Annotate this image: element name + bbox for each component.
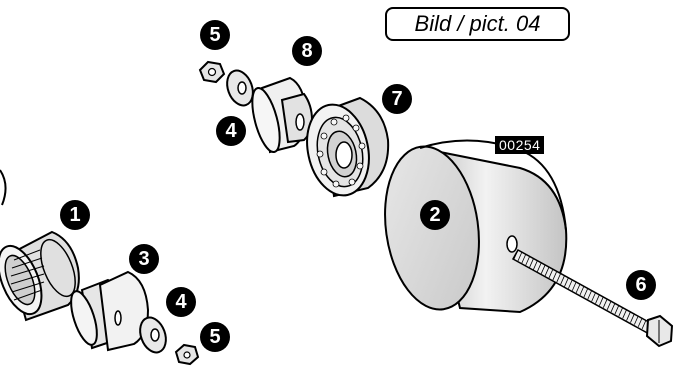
- marker-2: 2: [420, 200, 450, 230]
- part-3-pressure-piece: [70, 270, 150, 352]
- bearing-balls: [316, 114, 366, 188]
- marker-5-lower: 5: [200, 322, 230, 352]
- part-7-ball-bearing: [306, 96, 390, 198]
- marker-3: 3: [129, 244, 159, 274]
- part-4-washer-upper: [226, 69, 254, 107]
- part-8-pressure-piece: [251, 76, 314, 154]
- marker-4-lower: 4: [166, 287, 196, 317]
- part-5-nut-upper: [198, 60, 226, 84]
- marker-8: 8: [292, 36, 322, 66]
- marker-4-upper: 4: [216, 116, 246, 146]
- marker-1: 1: [60, 200, 90, 230]
- part-4-washer-lower: [139, 316, 167, 354]
- partial-part-left-edge: [0, 169, 7, 206]
- marker-6: 6: [626, 270, 656, 300]
- part-2-cup: [384, 139, 568, 314]
- marker-7: 7: [382, 84, 412, 114]
- part-6-threaded-rod: [511, 248, 674, 348]
- marker-5-upper: 5: [200, 20, 230, 50]
- part-5-nut-lower: [174, 343, 200, 366]
- rod-threads: [513, 249, 647, 330]
- part-code-label: 00254: [495, 136, 545, 154]
- needle-rollers: [10, 249, 45, 301]
- picture-title: Bild / pict. 04: [385, 7, 570, 41]
- part-1-needle-bearing: [0, 230, 80, 322]
